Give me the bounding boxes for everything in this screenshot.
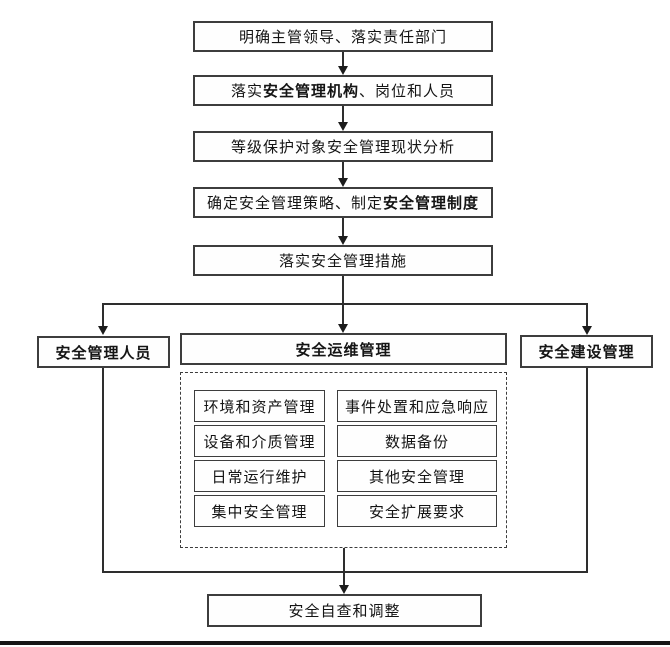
flow-step-4: 确定安全管理策略、制定安全管理制度	[193, 187, 493, 218]
ops-cell-label: 集中安全管理	[211, 504, 308, 521]
arrow-down-icon	[338, 66, 348, 75]
flow-step-2-label-bold: 安全管理机构	[262, 84, 359, 100]
connector-line	[342, 162, 344, 179]
flow-step-5: 落实安全管理措施	[193, 245, 493, 276]
flow-step-4-label-bold: 安全管理制度	[383, 196, 480, 212]
flow-step-2: 落实安全管理机构、岗位和人员	[193, 75, 493, 106]
ops-cell-data-backup: 数据备份	[337, 425, 497, 457]
arrow-down-icon	[98, 326, 108, 335]
connector-line	[586, 303, 588, 327]
operations-dashed-container	[180, 372, 507, 548]
flow-step-1-label: 明确主管领导、落实责任部门	[238, 30, 447, 46]
branch-box-personnel: 安全管理人员	[37, 336, 170, 368]
ops-cell-label: 日常运行维护	[211, 469, 308, 486]
flow-step-3-label: 等级保护对象安全管理现状分析	[230, 140, 455, 156]
ops-cell-label: 设备和介质管理	[203, 434, 316, 451]
flow-step-3: 等级保护对象安全管理现状分析	[193, 131, 493, 162]
ops-cell-centralized-security: 集中安全管理	[194, 495, 325, 527]
flow-step-2-label-post: 、岗位和人员	[359, 84, 456, 100]
branch-line	[103, 303, 587, 305]
final-step-box: 安全自查和调整	[207, 594, 482, 627]
branch-construction-label: 安全建设管理	[538, 345, 635, 361]
arrow-down-icon	[338, 324, 348, 333]
arrow-down-icon	[338, 178, 348, 187]
arrow-down-icon	[338, 236, 348, 245]
ops-cell-label: 事件处置和应急响应	[344, 399, 489, 416]
ops-cell-equipment-media: 设备和介质管理	[194, 425, 325, 457]
arrow-down-icon	[582, 326, 592, 335]
ops-cell-security-extension: 安全扩展要求	[337, 495, 497, 527]
merge-line	[102, 571, 588, 573]
ops-cell-incident-response: 事件处置和应急响应	[337, 390, 497, 422]
ops-cell-label: 环境和资产管理	[203, 399, 316, 416]
connector-line	[342, 106, 344, 123]
flow-step-2-label-pre: 落实	[230, 84, 263, 100]
connector-line	[343, 548, 345, 586]
connector-line	[342, 276, 344, 325]
branch-personnel-label: 安全管理人员	[55, 345, 152, 362]
arrow-down-icon	[339, 585, 349, 594]
ops-cell-environment-assets: 环境和资产管理	[194, 390, 325, 422]
ops-cell-daily-operation: 日常运行维护	[194, 460, 325, 492]
bottom-rule	[0, 641, 670, 645]
arrow-down-icon	[338, 122, 348, 131]
connector-line	[342, 52, 344, 68]
branch-operations-label: 安全运维管理	[295, 342, 392, 359]
branch-box-operations: 安全运维管理	[180, 333, 507, 365]
final-step-label: 安全自查和调整	[288, 604, 401, 620]
ops-cell-label: 安全扩展要求	[368, 504, 465, 521]
ops-cell-other-security: 其他安全管理	[337, 460, 497, 492]
connector-line	[102, 303, 104, 327]
connector-line	[102, 368, 104, 572]
branch-box-construction: 安全建设管理	[520, 335, 653, 368]
ops-cell-label: 其他安全管理	[368, 469, 465, 486]
flow-step-4-label-pre: 确定安全管理策略、制定	[206, 196, 383, 212]
connector-line	[586, 368, 588, 572]
flow-step-5-label: 落实安全管理措施	[278, 254, 407, 270]
connector-line	[342, 218, 344, 237]
flow-step-1: 明确主管领导、落实责任部门	[193, 21, 493, 52]
ops-cell-label: 数据备份	[384, 434, 449, 451]
